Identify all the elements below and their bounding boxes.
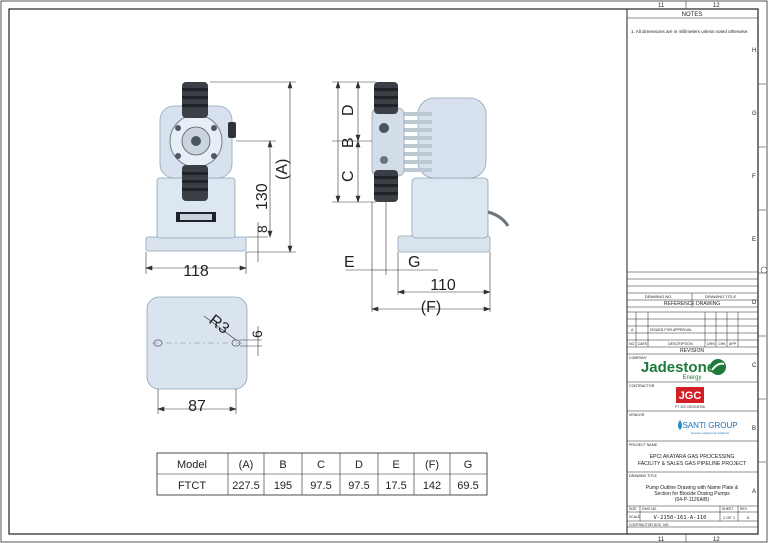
table-cell-b: 195 [274,480,292,492]
inner-frame [8,8,759,535]
rev-col-desc: DESCRIPTION [668,342,693,346]
company-logo-icon [710,359,726,375]
rev-col-date: DATE [638,342,648,346]
table-header-a: (A) [239,459,254,471]
table-header-c: C [317,459,325,471]
dim-f: (F) [421,299,441,316]
note-1: 1. All dimensions are in millimeters unl… [631,29,749,34]
scale-label: SCALE [629,515,641,519]
drawing-number: V-2150-161-A-110 [654,515,707,521]
sheet-label: SHEET [722,507,733,511]
vendor-logo-icon [678,420,682,430]
sheet-value: 1 OF 1 [723,515,736,520]
rev-col-drn: DRN [707,342,715,346]
table-cell-model: FTCT [178,480,206,492]
company-logo-sub: Energy [682,375,701,381]
base-dim-lines [157,315,262,414]
vendor-logo-text: SANTI GROUP [682,421,737,430]
dim-110: 110 [430,277,456,294]
company-label: COMPANY [629,356,648,360]
grid-top-11: 11 [658,3,665,9]
pump-side-view [371,82,510,253]
reference-drawing-header: REFERENCE DRAWING [664,301,720,307]
table-header-d: D [355,459,363,471]
rev-issue-text: ISSUED FOR APPROVAL [650,328,692,332]
grid-right-a: A [752,489,756,495]
company-logo-text: Jadestone [641,359,715,376]
project-line-2: FACILITY & SALES GAS PIPELINE PROJECT [638,461,747,467]
rev-col-chk: CHK [718,342,726,346]
dimension-table: Model (A) B C D E (F) G FTCT 227.5 195 9… [156,452,488,496]
dim-130: 130 [254,183,271,210]
rev-col-app: APP [729,342,737,346]
notes-title: NOTES [682,12,703,18]
grid-right-e: E [752,237,756,243]
title-block: NOTES 1. All dimensions are in millimete… [627,12,758,528]
table-cell-g: 69.5 [457,480,478,492]
title-line-3: (04-P-1126A/B) [675,497,710,503]
dim-b: B [340,137,357,148]
contractor-label: CONTRACTOR [629,384,655,388]
table-cell-d: 97.5 [348,480,369,492]
grid-top-12: 12 [713,3,720,9]
grid-right-f: F [752,174,756,180]
title-line-1: Pump Outline Drawing with Name Plate & [646,485,739,491]
front-dim-lines [145,81,296,274]
vendor-label: VENDOR [629,413,645,417]
grid-right-b: B [752,426,756,432]
dim-g: G [408,254,420,271]
grid-ticks [685,1,766,542]
rev-row-no: A [631,328,634,332]
dim-8: 8 [254,225,270,233]
grid-right-g: G [752,111,757,117]
dim-a: (A) [274,159,291,180]
table-cell-c: 97.5 [310,480,331,492]
dim-c: C [340,170,357,182]
table-cell-a: 227.5 [232,480,260,492]
contractor-logo-text: JGC [679,390,702,402]
revision-label: REVISION [680,348,704,354]
contractor-logo [676,387,704,403]
rev-value: A [747,515,750,520]
grid-right-d: D [752,300,757,306]
grid-right-letters: H G F E D C B A [752,48,757,495]
pump-front-view [145,82,247,252]
size-label: SIZE [629,507,637,511]
table-cell-e: 17.5 [385,480,406,492]
dim-118: 118 [183,263,209,280]
table-header-g: G [464,459,473,471]
grid-right-h: H [752,48,756,54]
ref-drawing-title-label: DRAWING TITLE [705,294,736,299]
base-top-view [146,296,248,390]
dim-6: 6 [249,330,265,338]
rev-col-no: NO. [629,342,635,346]
title-line-2: Section for Biocide Dosing Pumps [654,491,730,497]
grid-right-c: C [752,363,757,369]
vendor-logo-sub: process equipment solutions [691,431,730,435]
rev-label: REV [740,507,748,511]
dim-87: 87 [188,398,206,415]
grid-bottom-11: 11 [658,537,665,543]
table-header-e: E [392,459,399,471]
project-line-1: EPCI AKATARA GAS PROCESSING [650,454,735,460]
table-header-b: B [279,459,286,471]
dim-e: E [344,254,355,271]
dim-d: D [340,104,357,116]
grid-bottom-12: 12 [713,537,720,543]
project-label: PROJECT NAME [629,443,658,447]
dwg-no-label: DWG NO. [642,507,657,511]
contractor-doc-label: CONTRACTOR DOC. NO. [629,523,669,527]
ref-drawing-no-label: DRAWING NO. [645,294,672,299]
side-dim-lines [332,81,491,312]
table-cell-f: 142 [423,480,441,492]
contractor-logo-sub: PT JGC INDONESIA [675,405,706,409]
table-header-f: (F) [425,459,439,471]
title-label: DRAWING TITLE [629,474,658,478]
center-mark [760,266,768,274]
table-header-model: Model [177,459,207,471]
